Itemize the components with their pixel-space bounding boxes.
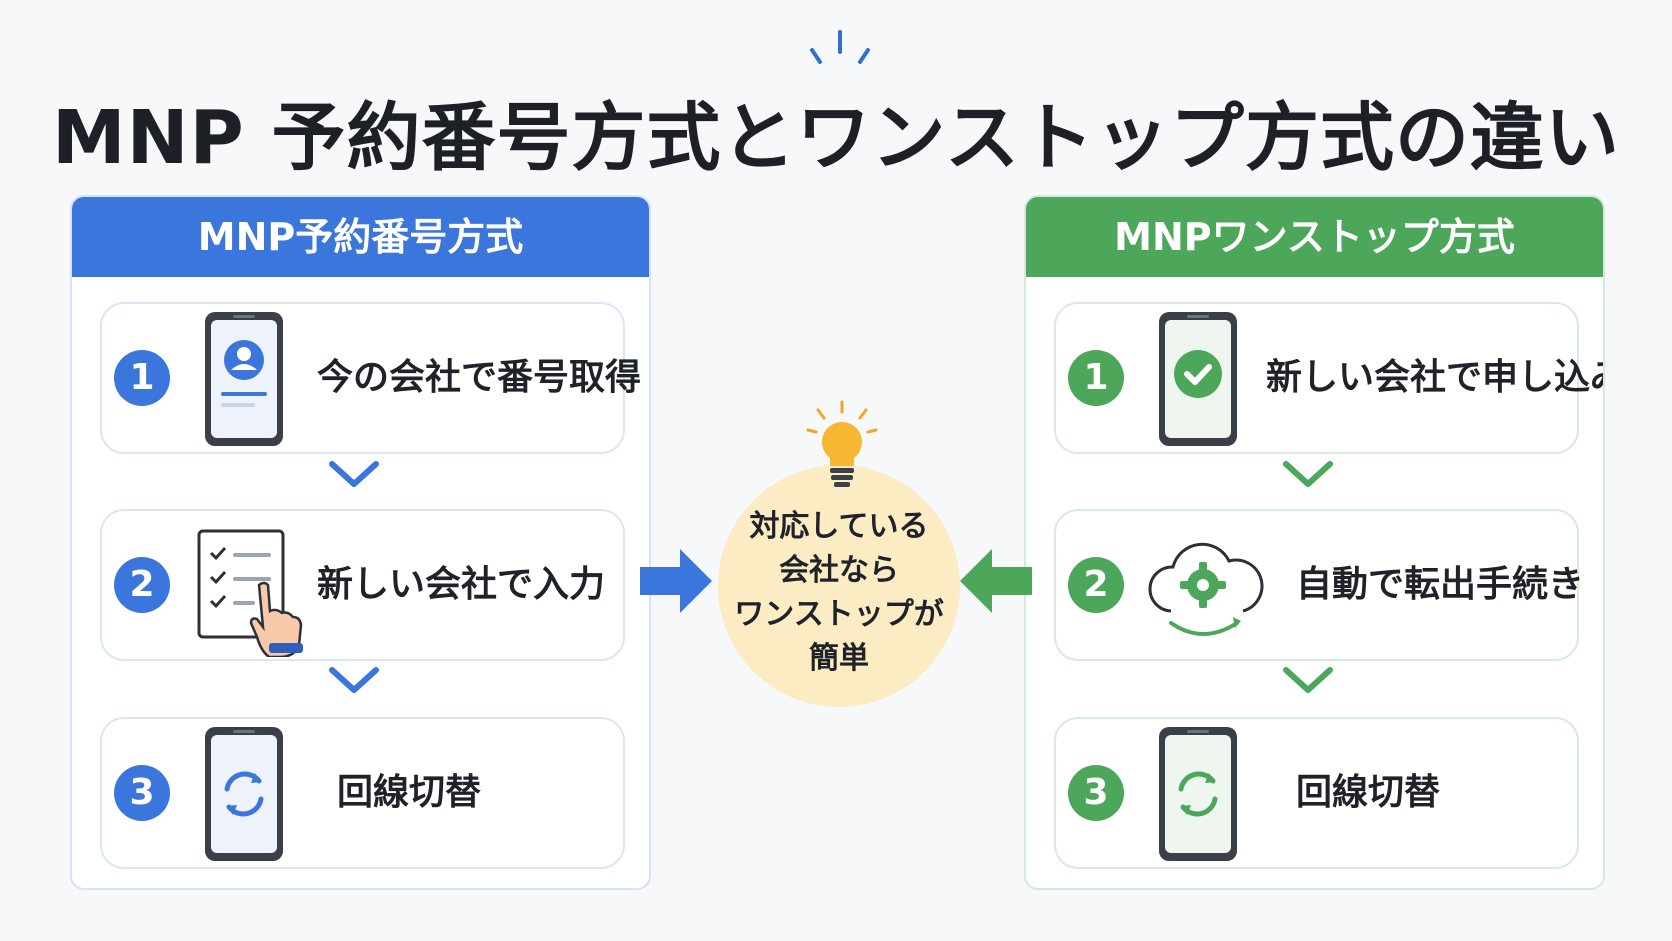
step-number: 1 [114, 350, 170, 406]
left-step-3: 3 回線切替 [100, 717, 625, 869]
step-number: 2 [1068, 557, 1124, 613]
step-label: 新しい会社で入力 [317, 564, 606, 605]
step-label: 回線切替 [1296, 772, 1441, 813]
step-number: 1 [1068, 350, 1124, 406]
step-number: 2 [114, 557, 170, 613]
center-line: ワンストップが [734, 597, 944, 632]
phone-sync-icon [205, 727, 283, 861]
lightbulb-icon [806, 400, 878, 487]
step-label: 回線切替 [337, 772, 482, 813]
phone-check-icon [1159, 312, 1237, 446]
left-step-1: 1 今の会社で番号取得 [100, 302, 641, 454]
right-panel: MNPワンストップ方式 1 新しい会社で申し込み 2 自動で転出手 [1024, 195, 1605, 890]
center-callout [718, 465, 960, 707]
center-line: 簡単 [809, 641, 869, 676]
center-message: 対応している 会社なら ワンストップが 簡単 [718, 505, 960, 681]
left-step-2: 2 新しい会社で入力 [100, 509, 625, 661]
step-label: 自動で転出手続き [1296, 564, 1585, 605]
right-step-2: 2 自動で転出手続き [1054, 509, 1584, 661]
phone-user-icon [205, 312, 283, 446]
step-number: 3 [114, 765, 170, 821]
right-panel-header: MNPワンストップ方式 [1026, 197, 1603, 277]
right-step-3: 3 回線切替 [1054, 717, 1579, 869]
center-line: 対応している [749, 509, 929, 544]
chevron-down-icon [1283, 667, 1333, 693]
step-label: 今の会社で番号取得 [317, 357, 642, 398]
page-title: MNP 予約番号方式とワンストップ方式の違い [51, 95, 1621, 181]
step-label: 新しい会社で申し込み [1266, 357, 1605, 398]
cloud-gear-icon [1148, 542, 1264, 636]
left-panel-header: MNP予約番号方式 [72, 197, 649, 277]
chevron-down-icon [329, 461, 379, 487]
right-step-1: 1 新しい会社で申し込み [1054, 302, 1603, 454]
title-spark-icon [810, 30, 870, 64]
center-line: 会社なら [779, 553, 899, 588]
chevron-down-icon [1283, 461, 1333, 487]
phone-sync-icon [1159, 727, 1237, 861]
arrow-left-icon [960, 549, 1032, 613]
arrow-right-icon [640, 549, 712, 613]
left-panel: MNP予約番号方式 1 今の会社で番号取得 2 新しい会社で入力 [70, 195, 651, 890]
chevron-down-icon [329, 667, 379, 693]
checklist-hand-icon [197, 529, 303, 657]
step-number: 3 [1068, 765, 1124, 821]
